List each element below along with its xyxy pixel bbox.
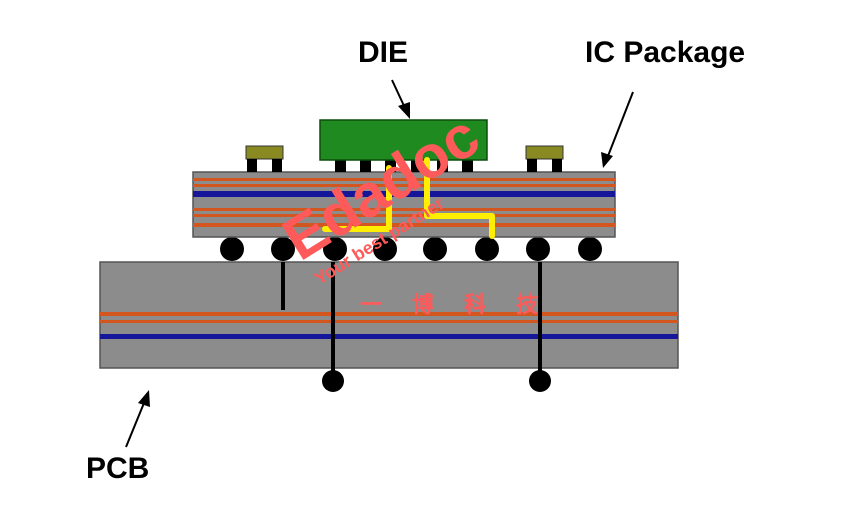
pcb-bottom-ball — [529, 370, 551, 392]
die-label: DIE — [358, 36, 408, 69]
signal-traces — [322, 157, 495, 239]
passive-component-right — [525, 145, 564, 172]
passive-component-left — [245, 145, 284, 172]
ic-package-substrate — [192, 171, 616, 238]
pcb-vias — [281, 262, 551, 392]
pcb-label-group: PCB — [86, 390, 150, 485]
pcb-label: PCB — [86, 452, 149, 485]
pcb-board — [99, 261, 679, 369]
arrow-head-icon — [398, 102, 410, 119]
pcb-bottom-ball — [322, 370, 344, 392]
die-chip — [319, 119, 488, 161]
watermark-chinese: 一博科技 — [360, 292, 568, 317]
bga-solder-balls — [220, 237, 602, 261]
ic-package-label: IC Package — [585, 36, 745, 69]
die-label-group: DIE — [358, 36, 410, 119]
arrow-head-icon — [601, 152, 613, 168]
ic-package-label-group: IC Package — [585, 36, 745, 168]
arrow-head-icon — [138, 390, 150, 407]
